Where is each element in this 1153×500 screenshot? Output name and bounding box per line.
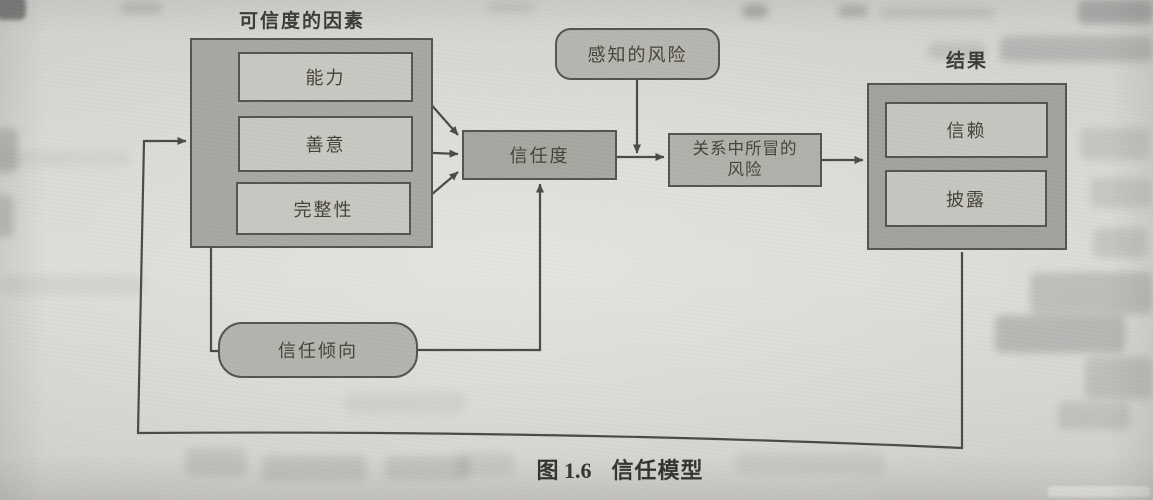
page-smudge <box>1085 357 1153 399</box>
photo-watermark <box>1048 486 1150 497</box>
page-smudge <box>735 452 885 474</box>
page-smudge <box>487 2 535 12</box>
relationship-risk-line2: 风险 <box>727 160 763 179</box>
factor-benevolence-node: 善意 <box>238 116 413 172</box>
reliance-node: 信赖 <box>885 102 1048 158</box>
perceived-risk-node: 感知的风险 <box>555 28 720 80</box>
page-smudge <box>838 5 868 17</box>
page-smudge <box>0 275 145 295</box>
page-smudge <box>455 452 515 476</box>
page-smudge <box>1058 402 1130 430</box>
page-smudge <box>1000 36 1153 62</box>
page-smudge <box>0 150 130 166</box>
page-smudge <box>1093 228 1147 258</box>
page-smudge <box>345 392 465 414</box>
relationship-risk-node: 关系中所冒的 风险 <box>668 133 822 187</box>
page-smudge <box>0 128 18 173</box>
figure-caption-number: 图 1.6 <box>536 458 592 483</box>
page-smudge <box>262 455 367 481</box>
page-smudge <box>1090 178 1152 208</box>
page-smudge <box>1030 272 1153 314</box>
page-smudge <box>1078 0 1153 24</box>
page-smudge <box>185 448 247 476</box>
trust-propensity-node: 信任倾向 <box>218 322 418 378</box>
factor-integrity-node: 完整性 <box>236 182 411 235</box>
page-smudge <box>928 42 986 60</box>
page-smudge <box>995 315 1125 353</box>
relationship-risk-line1: 关系中所冒的 <box>692 139 798 159</box>
page-smudge <box>120 2 162 14</box>
page-smudge <box>742 4 768 18</box>
page-smudge <box>0 0 26 20</box>
outcomes-group-title: 结果 <box>945 51 988 72</box>
factors-group-title: 可信度的因素 <box>238 11 365 32</box>
trust-level-node: 信任度 <box>462 130 617 180</box>
figure-caption-title: 信任模型 <box>611 458 704 483</box>
page-smudge <box>1080 128 1150 160</box>
disclosure-node: 披露 <box>885 170 1047 227</box>
factor-ability-node: 能力 <box>238 52 413 102</box>
page-smudge <box>0 195 14 237</box>
figure-caption: 图 1.6 信任模型 <box>455 453 785 485</box>
connector-propensity-to-trust <box>418 183 544 352</box>
page-smudge <box>880 8 995 18</box>
page-smudge <box>385 456 470 480</box>
